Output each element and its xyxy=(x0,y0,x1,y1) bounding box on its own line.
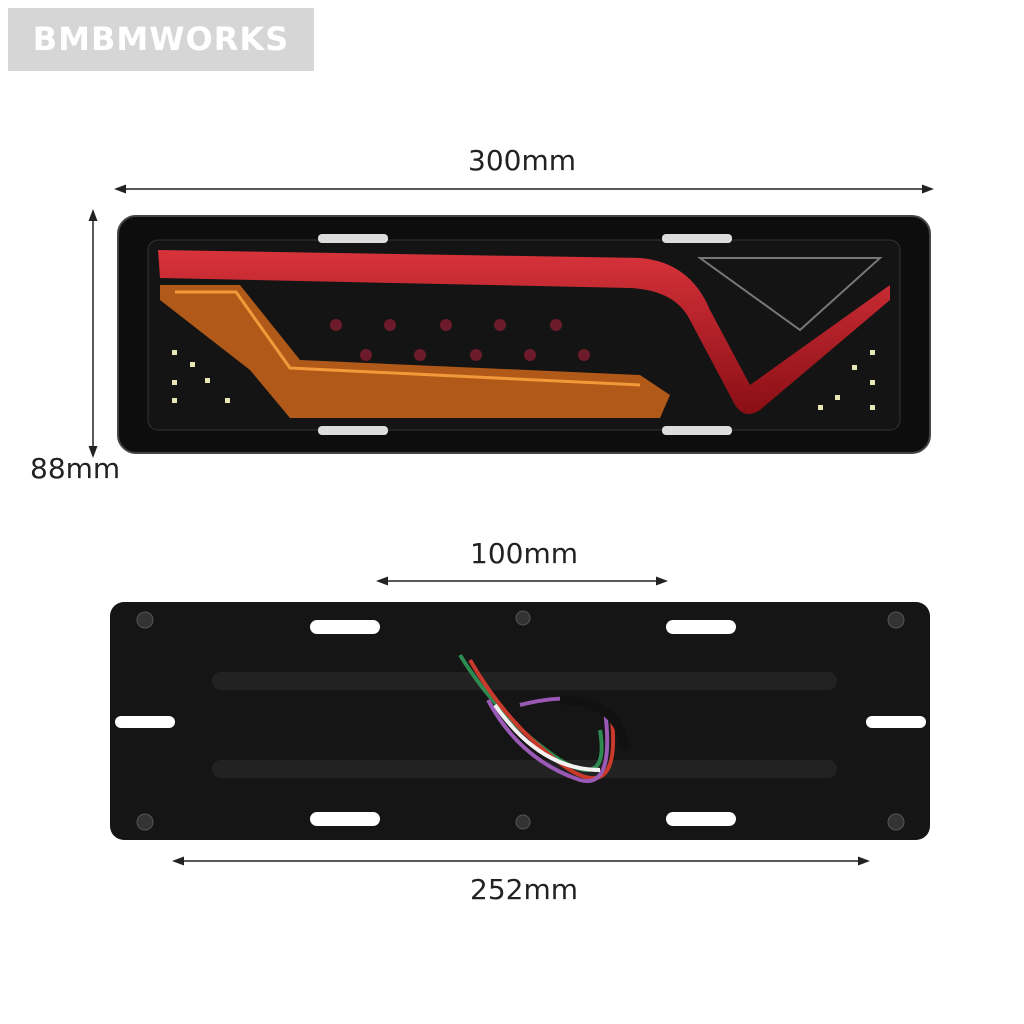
brand-logo: BMBMWORKS xyxy=(8,8,314,71)
front-width-label: 300mm xyxy=(468,144,576,177)
lamp-back-view xyxy=(110,602,930,840)
front-height-label: 88mm xyxy=(30,452,121,485)
back-width-label: 252mm xyxy=(470,873,578,906)
wire-bundle xyxy=(458,653,630,784)
lamp-front-view xyxy=(117,215,931,454)
mount-spacing-label: 100mm xyxy=(470,537,578,570)
